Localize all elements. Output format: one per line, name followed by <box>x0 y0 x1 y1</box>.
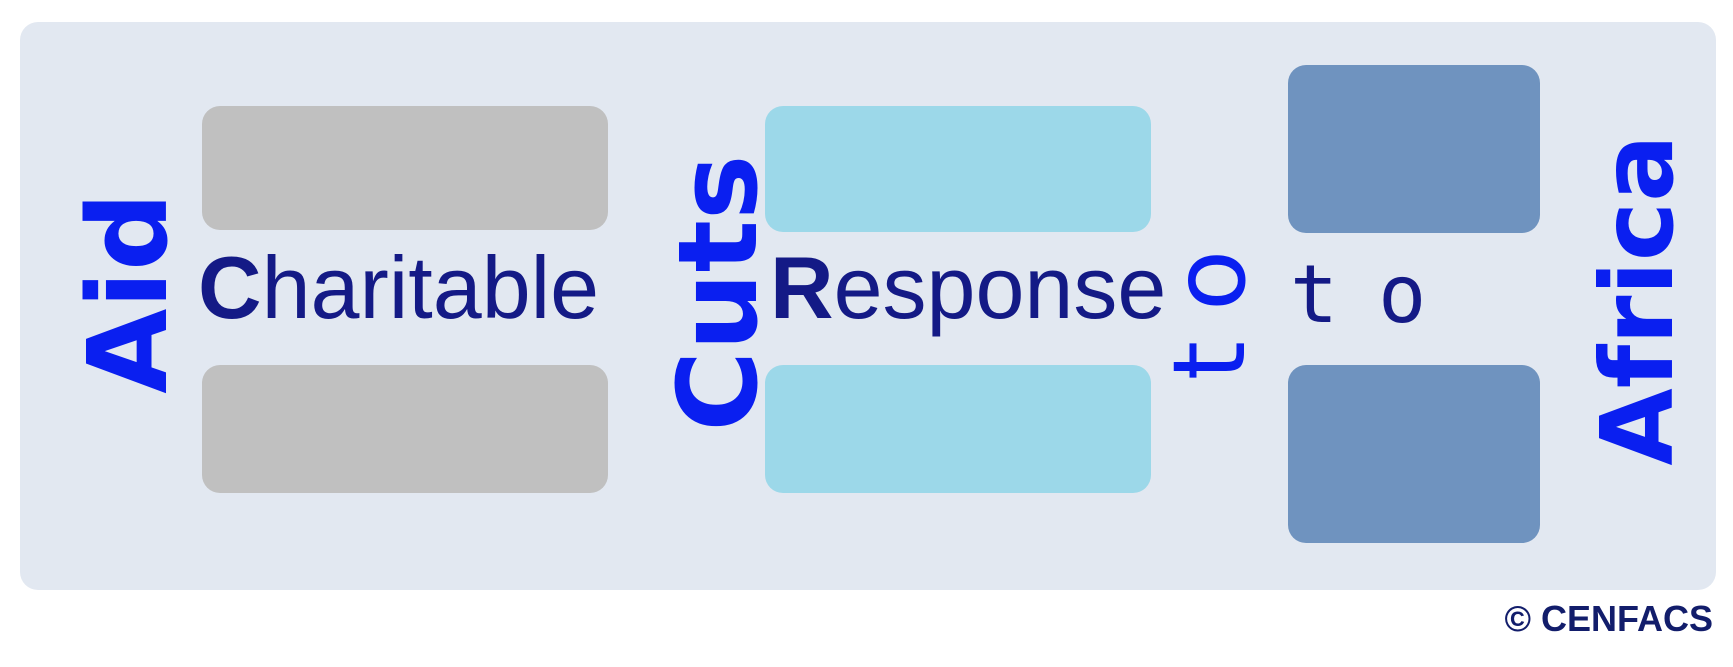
cyan-block-top <box>765 106 1151 232</box>
response-initial: R <box>770 238 834 337</box>
grey-block-top <box>202 106 608 230</box>
response-rest: esponse <box>833 238 1167 337</box>
slate-block-top <box>1288 65 1540 233</box>
word-charitable: Charitable <box>198 244 599 332</box>
slate-block-bottom <box>1288 365 1540 543</box>
word-africa: Africa <box>1579 134 1696 466</box>
word-cuts: Cuts <box>654 154 782 432</box>
grey-block-bottom <box>202 365 608 493</box>
charitable-initial: C <box>198 238 262 337</box>
word-to-vertical: to <box>1151 219 1268 381</box>
word-response: Response <box>770 244 1166 332</box>
cyan-block-bottom <box>765 365 1151 493</box>
copyright-label: © CENFACS <box>1504 598 1713 639</box>
word-aid: Aid <box>64 192 192 394</box>
word-to-horizontal: to <box>1290 248 1467 341</box>
charitable-rest: haritable <box>261 238 600 337</box>
